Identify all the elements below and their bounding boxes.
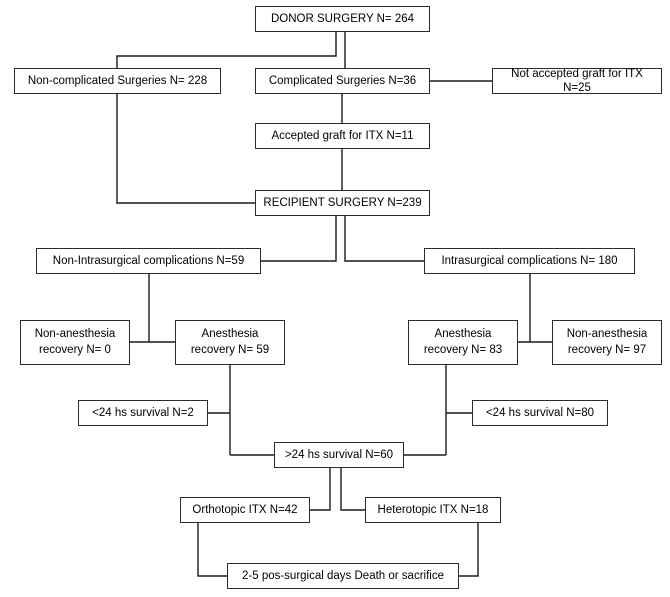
edge-donor-to-non-complicated xyxy=(116,32,337,68)
node-right-anesthesia-recovery[interactable]: Anesthesia recovery N= 83 xyxy=(408,320,518,365)
node-left-non-anesthesia-recovery-line1: Non-anesthesia xyxy=(34,327,116,340)
node-orthotopic-itx[interactable]: Orthotopic ITX N=42 xyxy=(180,497,310,523)
node-right-anesthesia-recovery-line2: recovery N= 83 xyxy=(423,343,503,356)
node-donor-surgery[interactable]: DONOR SURGERY N= 264 xyxy=(255,6,430,32)
node-donor-surgery-label: DONOR SURGERY N= 264 xyxy=(270,12,415,25)
node-death-or-sacrifice-label: 2-5 pos-surgical days Death or sacrifice xyxy=(242,569,444,582)
node-intrasurgical-complications-label: Intrasurgical complications N= 180 xyxy=(441,254,618,267)
edge-recipient-to-intrasurgical xyxy=(344,216,424,262)
node-right-non-anesthesia-recovery-line1: Non-anesthesia xyxy=(566,327,648,340)
node-recipient-surgery-label: RECIPIENT SURGERY N=239 xyxy=(263,196,422,209)
node-non-intrasurgical-complications[interactable]: Non-Intrasurgical complications N=59 xyxy=(36,248,261,274)
node-left-anesthesia-recovery[interactable]: Anesthesia recovery N= 59 xyxy=(175,320,285,365)
node-right-anesthesia-recovery-line1: Anesthesia xyxy=(434,327,492,340)
node-complicated-surgeries[interactable]: Complicated Surgeries N=36 xyxy=(255,68,430,94)
edge-gt24-to-heterotopic xyxy=(340,468,365,511)
node-recipient-surgery[interactable]: RECIPIENT SURGERY N=239 xyxy=(255,190,430,216)
node-non-complicated-surgeries[interactable]: Non-complicated Surgeries N= 228 xyxy=(14,68,221,94)
node-non-intrasurgical-complications-label: Non-Intrasurgical complications N=59 xyxy=(52,254,245,267)
node-heterotopic-itx[interactable]: Heterotopic ITX N=18 xyxy=(365,497,501,523)
edge-heterotopic-to-death xyxy=(459,523,479,577)
node-death-or-sacrifice[interactable]: 2-5 pos-surgical days Death or sacrifice xyxy=(227,563,459,589)
node-right-under-24h-survival[interactable]: <24 hs survival N=80 xyxy=(472,400,608,426)
node-not-accepted-graft-label: Not accepted graft for ITX N=25 xyxy=(511,67,643,94)
node-heterotopic-itx-label: Heterotopic ITX N=18 xyxy=(377,503,489,516)
node-left-anesthesia-recovery-line1: Anesthesia xyxy=(201,327,259,340)
node-non-complicated-surgeries-label: Non-complicated Surgeries N= 228 xyxy=(27,74,208,87)
node-right-non-anesthesia-recovery-line2: recovery N= 97 xyxy=(567,343,647,356)
node-accepted-graft[interactable]: Accepted graft for ITX N=11 xyxy=(255,123,430,149)
edge-orthotopic-to-death xyxy=(197,523,227,577)
node-left-anesthesia-recovery-line2: recovery N= 59 xyxy=(190,343,270,356)
node-over-24h-survival-label: >24 hs survival N=60 xyxy=(284,448,394,461)
node-complicated-surgeries-label: Complicated Surgeries N=36 xyxy=(268,74,417,87)
node-left-under-24h-survival[interactable]: <24 hs survival N=2 xyxy=(78,400,208,426)
edge-recipient-to-non-intrasurgical xyxy=(261,216,337,262)
node-intrasurgical-complications[interactable]: Intrasurgical complications N= 180 xyxy=(424,248,635,274)
edge-gt24-to-orthotopic xyxy=(310,468,331,511)
node-left-under-24h-survival-label: <24 hs survival N=2 xyxy=(92,406,194,419)
node-right-non-anesthesia-recovery[interactable]: Non-anesthesia recovery N= 97 xyxy=(552,320,662,365)
node-orthotopic-itx-label: Orthotopic ITX N=42 xyxy=(192,503,298,516)
node-not-accepted-graft[interactable]: Not accepted graft for ITX N=25 xyxy=(492,68,662,94)
node-left-non-anesthesia-recovery[interactable]: Non-anesthesia recovery N= 0 xyxy=(20,320,130,365)
node-over-24h-survival[interactable]: >24 hs survival N=60 xyxy=(274,442,404,468)
node-left-non-anesthesia-recovery-line2: recovery N= 0 xyxy=(39,343,111,356)
edge-non-complicated-to-recipient xyxy=(116,94,255,204)
node-accepted-graft-label: Accepted graft for ITX N=11 xyxy=(271,129,414,142)
node-right-under-24h-survival-label: <24 hs survival N=80 xyxy=(485,406,595,419)
